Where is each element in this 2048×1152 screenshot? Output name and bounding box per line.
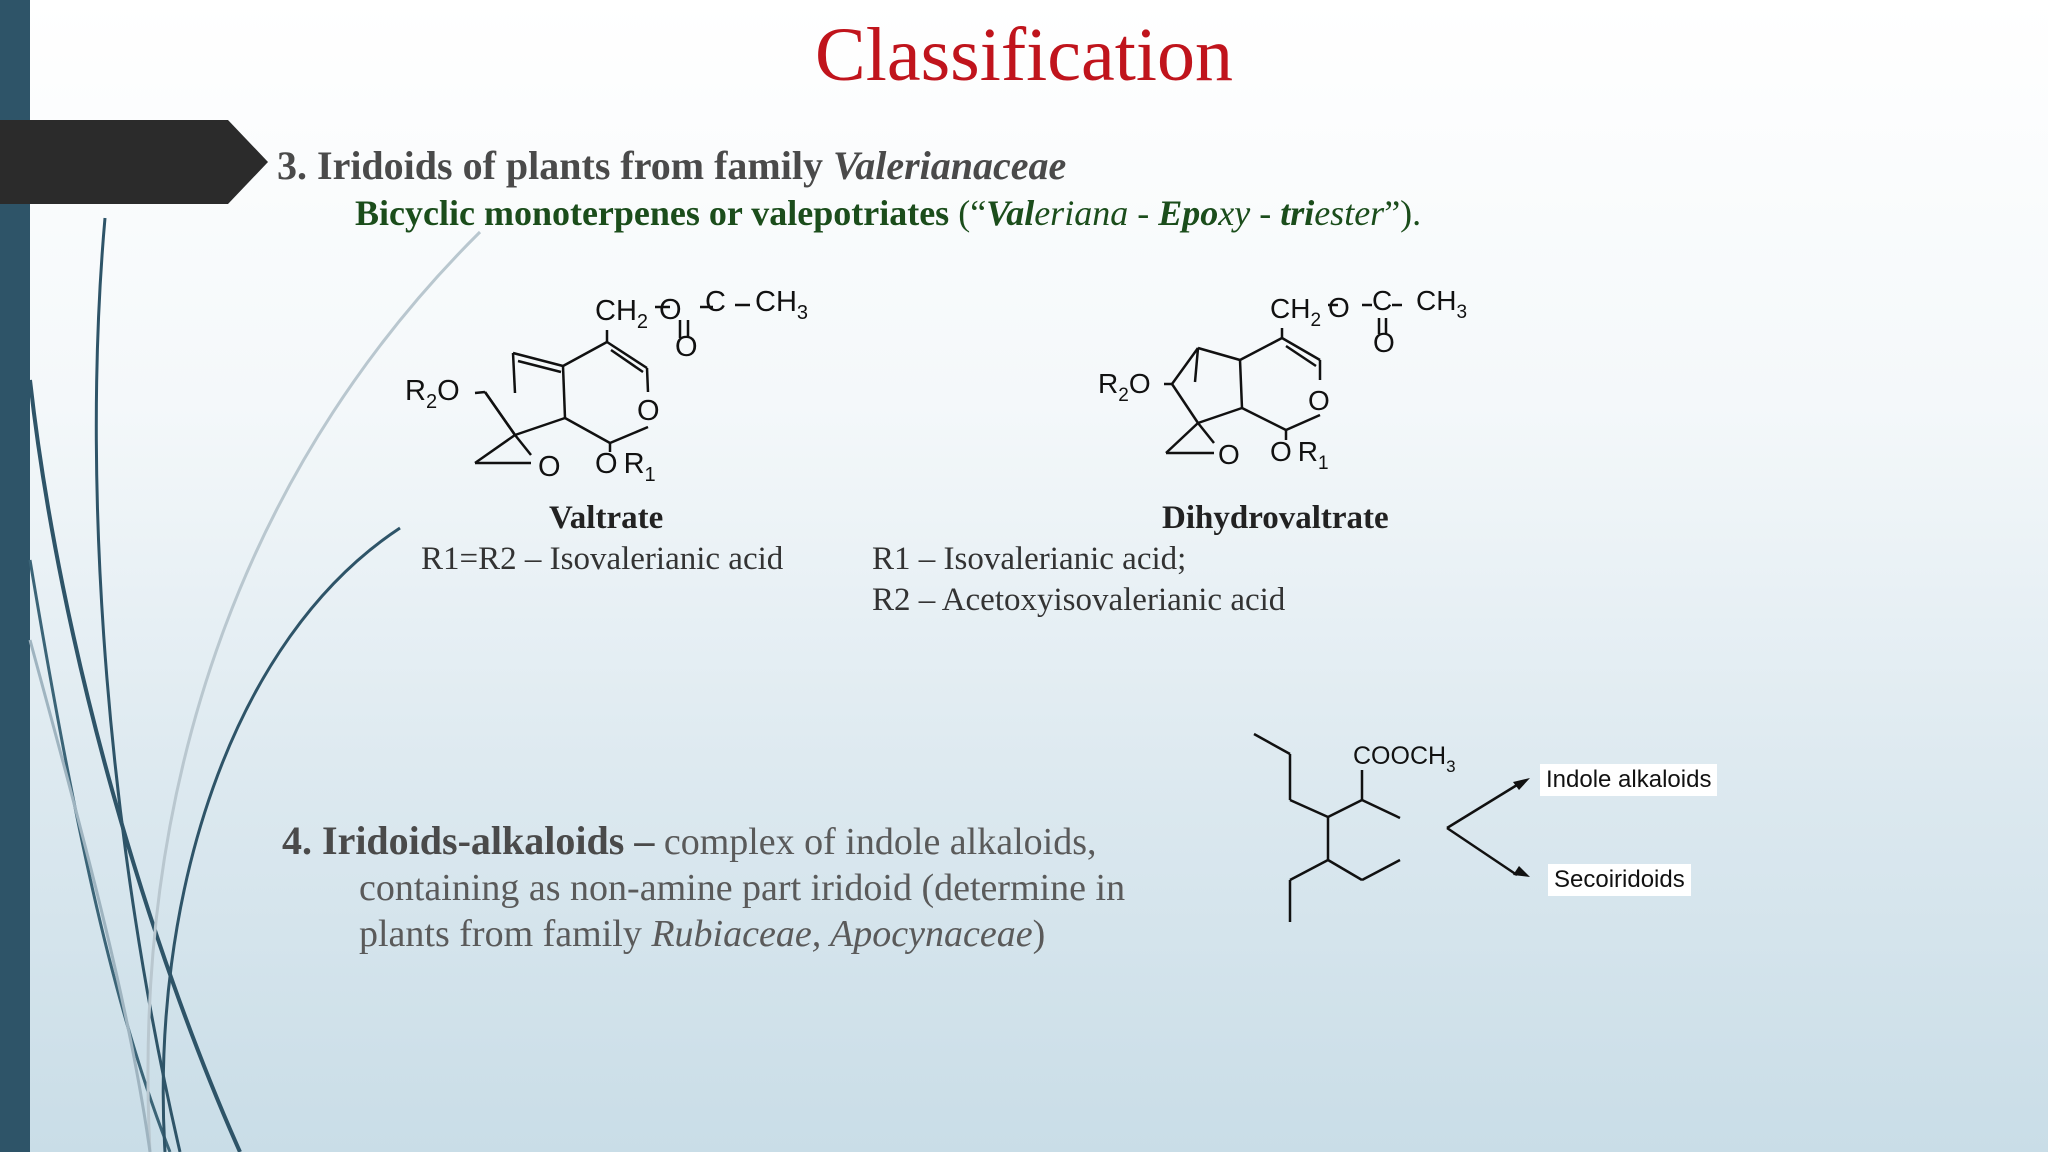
- carbonyl-o-label: O: [675, 331, 698, 363]
- product-secoiridoids: Secoiridoids: [1548, 864, 1691, 896]
- epoxide-o-label: O: [538, 451, 561, 483]
- section3-subheading: Bicyclic monoterpenes or valepotriates (…: [355, 192, 1421, 234]
- sub-ester: ester: [1314, 193, 1385, 233]
- section4-families: Rubiaceae, Apocynaceae: [651, 913, 1033, 955]
- section4-text2: containing as non-amine part iridoid (de…: [359, 867, 1126, 909]
- ch3-label: CH: [755, 286, 797, 318]
- d-carbonyl-c: C: [1372, 285, 1392, 316]
- section3-family: Valerianaceae: [832, 143, 1067, 188]
- d-epoxide-o: O: [1218, 439, 1240, 470]
- section4-text3: plants from family Rubiaceae, Apocynacea…: [282, 911, 1125, 957]
- r2-sub: 2: [426, 391, 437, 413]
- section-arrow-tab: [0, 120, 268, 204]
- r1-label: R: [624, 448, 645, 480]
- d-r2-o: O: [1129, 368, 1151, 399]
- svg-text:CH2: CH2: [595, 295, 648, 333]
- compound-desc-dihydrovaltrate-2: R2 – Acetoxyisovalerianic acid: [872, 582, 1286, 618]
- sub-bold-text: Bicyclic monoterpenes or valepotriates: [355, 193, 950, 233]
- section4-text3-suffix: ): [1032, 913, 1046, 955]
- d-carbonyl-o: O: [1373, 327, 1395, 358]
- or1-o: O: [595, 448, 618, 480]
- ester-o-label: O: [659, 294, 682, 326]
- section4-text: 4. Iridoids-alkaloids – complex of indol…: [282, 818, 1125, 957]
- svg-text:OR1: OR1: [1270, 436, 1329, 474]
- d-r1-sub: 1: [1318, 453, 1329, 474]
- svg-text:CH3: CH3: [1416, 285, 1467, 323]
- sub-xy: xy: [1218, 193, 1251, 233]
- d-r2: R: [1098, 368, 1118, 399]
- section4-text3-prefix: plants from family: [359, 913, 652, 955]
- svg-text:CH2: CH2: [1270, 293, 1321, 331]
- compound-name-dihydrovaltrate: Dihydrovaltrate: [1162, 500, 1389, 536]
- svg-text:COOCH3: COOCH3: [1353, 742, 1456, 776]
- d-or1-o: O: [1270, 436, 1292, 467]
- d-r1: R: [1298, 436, 1318, 467]
- ring-o-label: O: [637, 395, 660, 427]
- compound-name-valtrate: Valtrate: [549, 500, 664, 536]
- ch2-label: CH: [595, 295, 637, 327]
- d-ch3-label: CH: [1416, 285, 1456, 316]
- decorative-curves: [28, 217, 482, 1152]
- sub-eriana: eriana: [1034, 193, 1129, 233]
- product-indole-alkaloids: Indole alkaloids: [1540, 764, 1718, 796]
- slide-title: Classification: [815, 13, 1233, 97]
- section4-text1: complex of indole alkaloids,: [654, 821, 1097, 863]
- svg-text:R2O: R2O: [405, 375, 460, 413]
- r2-label: R: [405, 375, 426, 407]
- r1-sub: 1: [645, 464, 656, 486]
- d-sub2: 2: [1310, 310, 1321, 331]
- d-ch2-label: CH: [1270, 293, 1310, 324]
- sub-dash2: -: [1250, 193, 1281, 233]
- d-sub3: 3: [1456, 302, 1467, 323]
- carbonyl-c-label: C: [705, 286, 726, 318]
- r2-o: O: [437, 375, 460, 407]
- d-ring-o: O: [1308, 385, 1330, 416]
- sub-epo: Epo: [1158, 193, 1219, 233]
- compound-desc-valtrate: R1=R2 – Isovalerianic acid: [421, 541, 784, 577]
- iridoid-skeleton-structure: COOCH3: [1253, 732, 1530, 922]
- section4-heading: 4. Iridoids-alkaloids –: [282, 818, 655, 863]
- sub-dash1: -: [1128, 193, 1159, 233]
- sub3-label: 3: [797, 302, 808, 324]
- cooch3-sub: 3: [1446, 757, 1455, 776]
- svg-text:CH3: CH3: [755, 286, 808, 324]
- sub-val: Val: [986, 193, 1035, 233]
- d-r2-sub: 2: [1118, 385, 1129, 406]
- section3-heading: 3. Iridoids of plants from family Valeri…: [277, 142, 1066, 189]
- sub-tri: tri: [1280, 193, 1315, 233]
- section3-heading-prefix: 3. Iridoids of plants from family: [277, 143, 833, 188]
- svg-text:OR1: OR1: [595, 448, 656, 486]
- sub-close: ”).: [1384, 193, 1422, 233]
- sub-open: (“: [949, 193, 987, 233]
- cooch3-label: COOCH: [1353, 742, 1446, 770]
- sub2-label: 2: [637, 311, 648, 333]
- svg-text:R2O: R2O: [1098, 368, 1151, 406]
- d-ester-o: O: [1328, 292, 1350, 323]
- compound-desc-dihydrovaltrate-1: R1 – Isovalerianic acid;: [872, 541, 1187, 577]
